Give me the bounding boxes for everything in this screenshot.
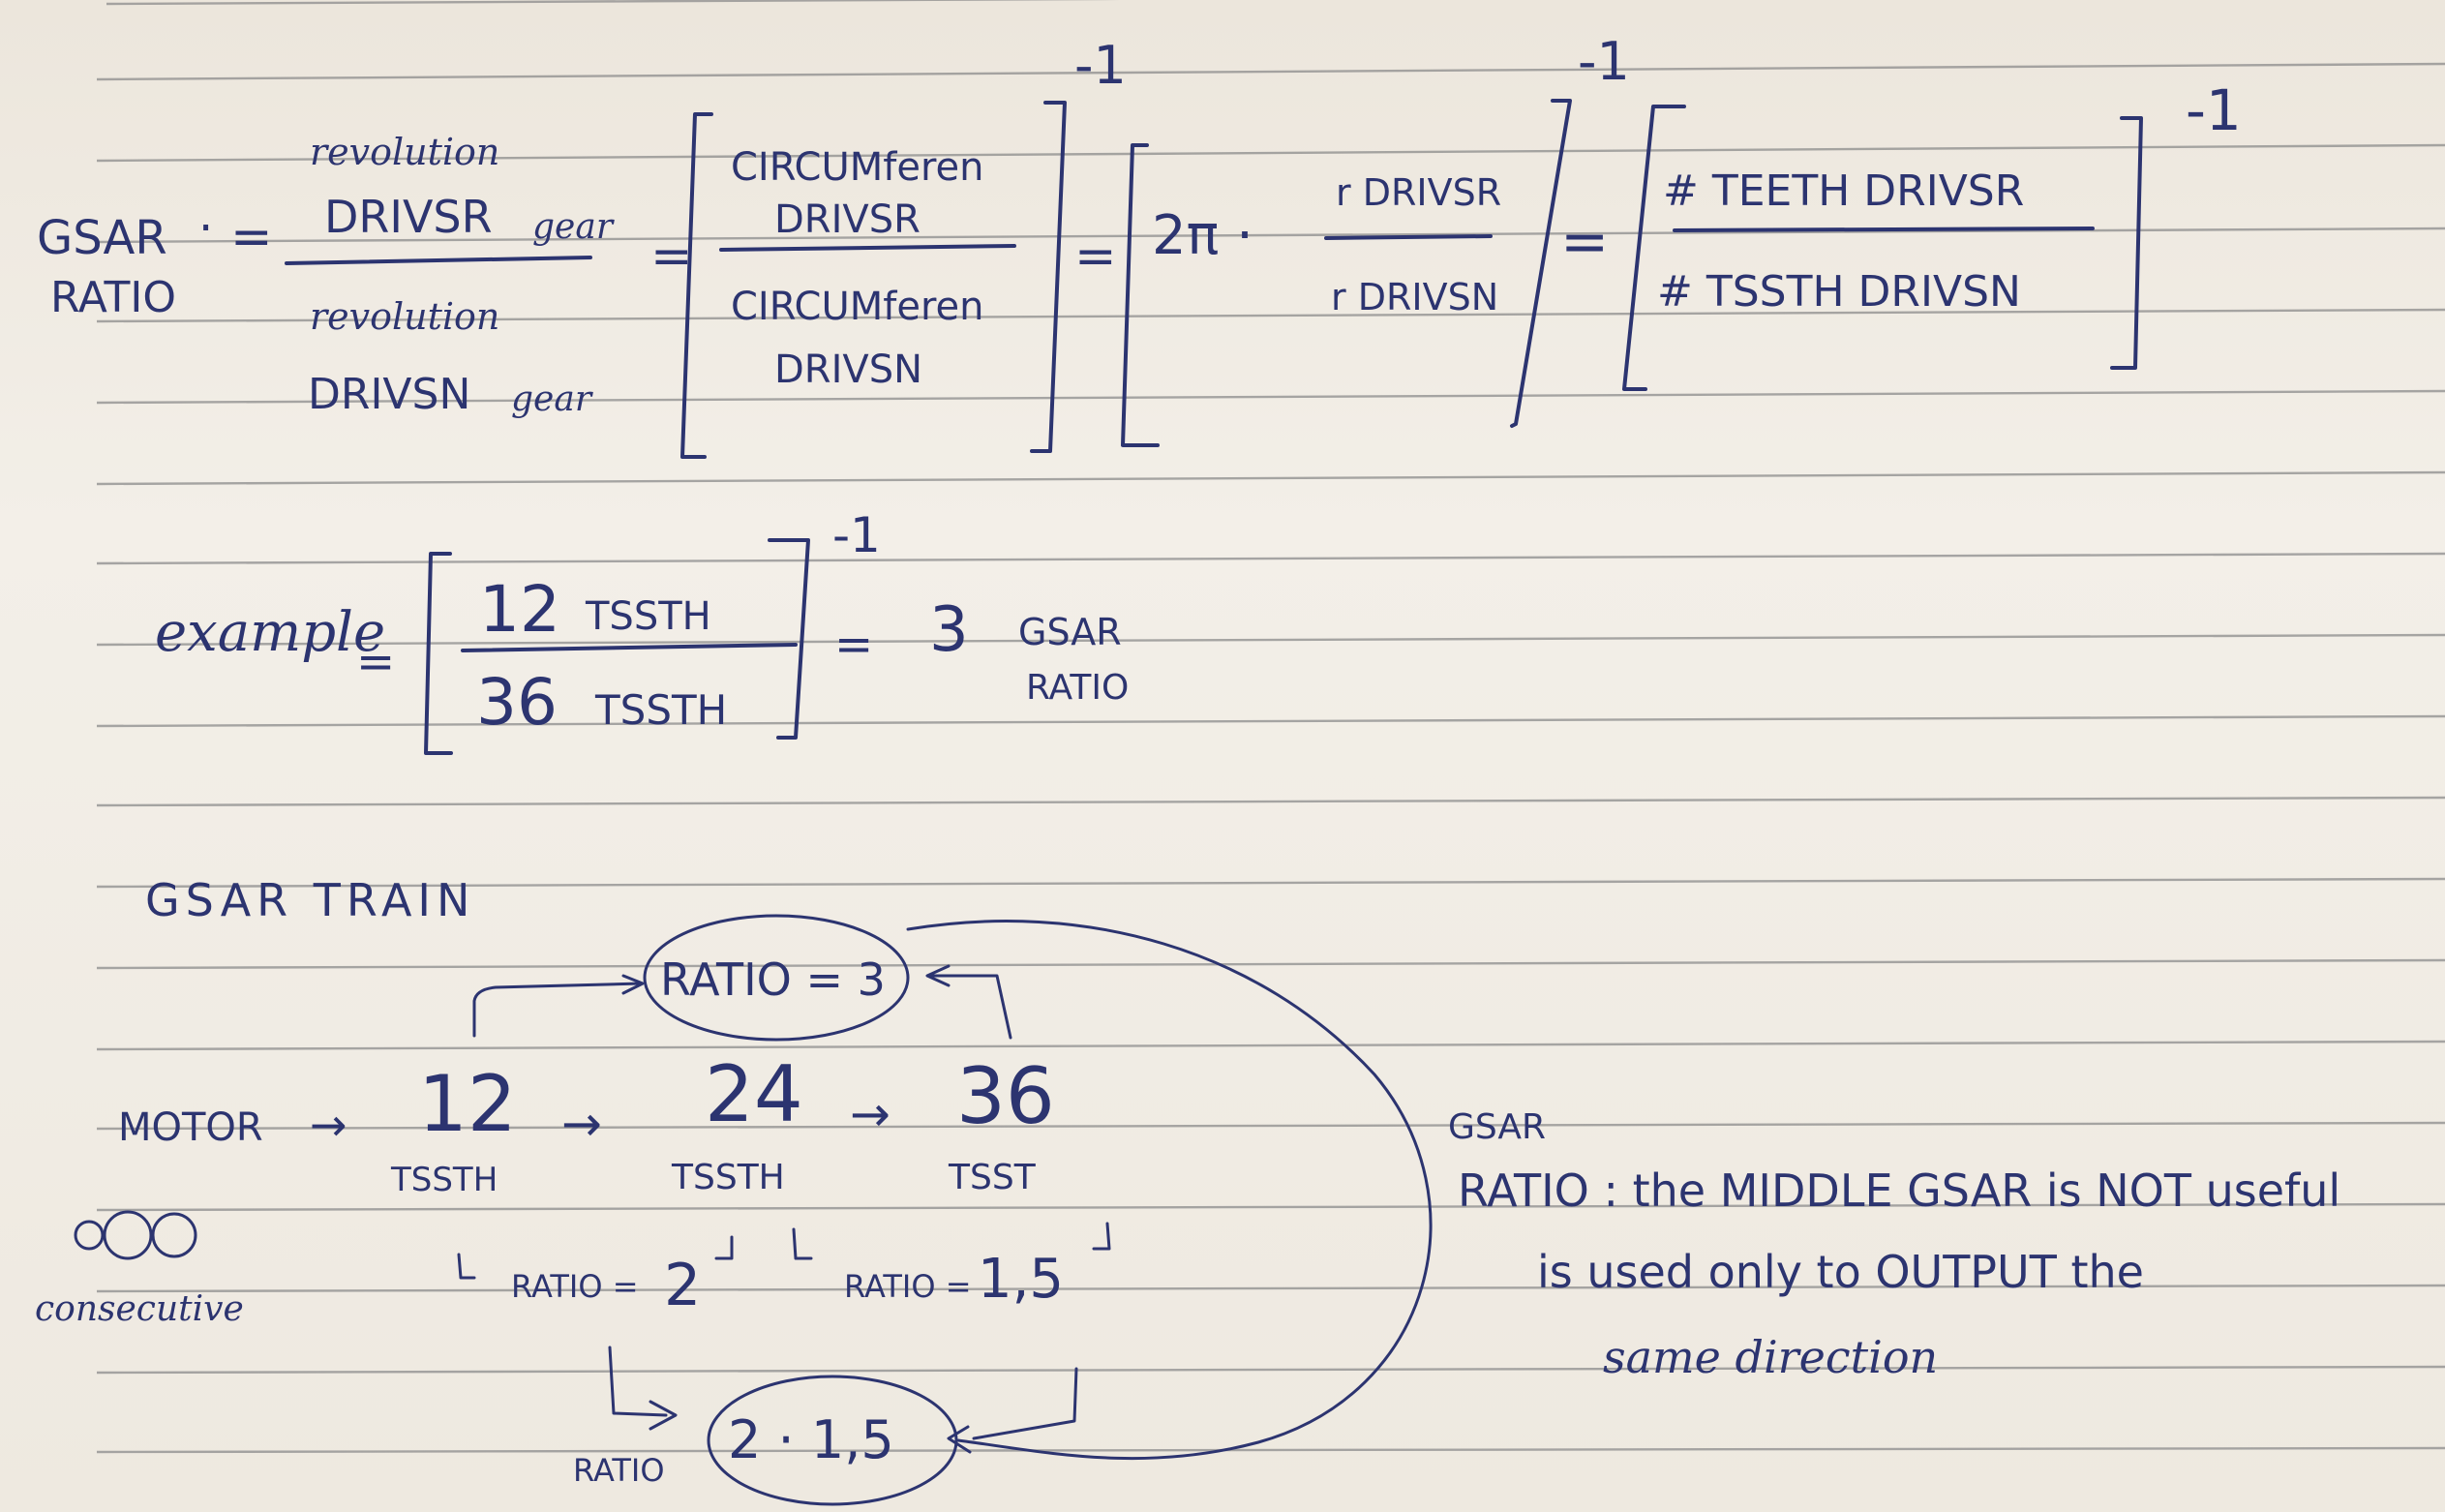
- rev-driven-main: DRIVSN: [308, 370, 470, 419]
- equals-sign-3: =: [1074, 227, 1117, 286]
- arrow-motor: →: [310, 1099, 347, 1151]
- ratio-b-label: RATIO =: [844, 1268, 972, 1305]
- radius-fraction-bar: [1324, 234, 1493, 240]
- arrow-gear2: →: [850, 1086, 890, 1142]
- equals-sign-2: =: [650, 227, 693, 286]
- circ-driver-top: CIRCUMferen: [731, 145, 983, 190]
- rev-driver-top: revolution: [310, 131, 499, 173]
- example-numerator-unit: TSSTH: [585, 594, 711, 639]
- twopi-bracket-right: [1510, 99, 1572, 428]
- note-line-2: is used only to OUTPUT the: [1537, 1246, 2144, 1298]
- example-result-top: GSAR: [1018, 611, 1122, 653]
- note-line-3: same direction: [1603, 1331, 1938, 1383]
- teeth-driver: # TEETH DRIVSR: [1663, 166, 2024, 216]
- note-line-1: RATIO : the MIDDLE GSAR is NOT useful: [1458, 1164, 2340, 1217]
- exponent-2: -1: [1578, 31, 1630, 92]
- lhs-ratio-label: RATIO: [50, 273, 176, 322]
- arrow-head-left: [621, 974, 645, 995]
- ratio-a-value: 2: [664, 1252, 701, 1319]
- example-calculation: example = 12 TSSTH 36 TSSTH -1 = 3 GSAR …: [155, 507, 1129, 755]
- gear-train-heading: GSAR TRAIN: [145, 874, 475, 926]
- teeth-bracket-left: [1622, 105, 1686, 391]
- gear-train-diagram: GSAR TRAIN RATIO = 3 MOTOR → 12 TSSTH → …: [35, 874, 1433, 1506]
- example-bracket-right: [768, 538, 810, 740]
- ratio-loop-connector: [906, 920, 1433, 1461]
- r-driven: r DRIVSN: [1331, 276, 1498, 318]
- example-fraction-bar: [461, 643, 798, 652]
- ratio-b-corner-left: [792, 1227, 813, 1260]
- gear1-unit: TSSTH: [390, 1161, 498, 1199]
- teeth-driven: # TSSTH DRIVSN: [1657, 267, 2021, 317]
- arrow-to-ratio-right: [927, 974, 1012, 1040]
- rev-fraction-bar: [285, 256, 592, 265]
- circ-driver-bottom: DRIVSR: [774, 197, 921, 242]
- ruled-lines: [96, 0, 2445, 1454]
- circ-driven-bottom: DRIVSN: [774, 348, 922, 392]
- example-denominator-value: 36: [476, 665, 558, 740]
- twopi-bracket-left: [1121, 143, 1160, 447]
- example-numerator-value: 12: [479, 572, 560, 647]
- ratio-a-label: RATIO =: [511, 1268, 639, 1305]
- equals-sign-4: =: [1560, 208, 1609, 276]
- rev-driver-suffix: gear: [532, 207, 615, 247]
- example-result-value: 3: [929, 594, 969, 666]
- ratio-top-text: RATIO = 3: [660, 953, 886, 1006]
- example-label: example: [155, 601, 385, 664]
- rev-driver-main: DRIVSR: [324, 191, 493, 243]
- gear2-unit: TSSTH: [671, 1158, 785, 1197]
- rev-driven-suffix: gear: [511, 379, 593, 419]
- circ-driven-top: CIRCUMferen: [731, 285, 983, 329]
- product-label: RATIO: [573, 1452, 665, 1489]
- product-ellipse: [707, 1375, 958, 1506]
- gears-doodle-icon: [74, 1210, 197, 1260]
- rev-driven-top: revolution: [310, 295, 499, 338]
- lhs-gear-label: GSAR: [37, 211, 167, 265]
- equals-sign-1: =: [230, 208, 273, 266]
- circ-bracket-right: [1030, 101, 1067, 453]
- ratio-top-ellipse: [643, 914, 910, 1042]
- idler-gear-note: GSAR RATIO : the MIDDLE GSAR is NOT usef…: [1448, 1107, 2340, 1383]
- example-denominator-unit: TSSTH: [594, 686, 727, 734]
- ratio-a-corner-right: [714, 1235, 734, 1260]
- gear-ratio-formula: GSAR · RATIO = revolution DRIVSR gear re…: [37, 31, 2242, 459]
- arrow-to-ratio-left: [472, 982, 643, 1038]
- gear3-value: 36: [956, 1051, 1055, 1141]
- exponent-3: -1: [2186, 77, 2242, 143]
- gear1-value: 12: [418, 1059, 517, 1149]
- consecutive-label: consecutive: [35, 1289, 244, 1329]
- two-pi-term: 2π ·: [1152, 204, 1253, 267]
- ratio-b-value: 1,5: [978, 1248, 1064, 1311]
- r-driver: r DRIVSR: [1336, 171, 1501, 214]
- lhs-dot: ·: [198, 201, 213, 256]
- gear3-unit: TSST: [948, 1158, 1037, 1197]
- example-exponent: -1: [832, 507, 881, 563]
- circ-fraction-bar: [719, 244, 1016, 252]
- gear2-value: 24: [705, 1049, 803, 1139]
- product-text: 2 · 1,5: [728, 1409, 894, 1470]
- arrow-gear1: →: [561, 1096, 602, 1152]
- example-result-equals: =: [834, 618, 873, 672]
- teeth-fraction-bar: [1673, 227, 2095, 232]
- example-bracket-left: [424, 552, 453, 755]
- circ-bracket-left: [680, 112, 713, 459]
- connector-arrowhead-left: [649, 1400, 678, 1431]
- connector-to-product-left: [608, 1346, 668, 1417]
- motor-label: MOTOR: [118, 1105, 263, 1150]
- connector-to-product-right: [972, 1367, 1078, 1440]
- teeth-bracket-right: [2110, 116, 2143, 370]
- exponent-1: -1: [1074, 35, 1127, 96]
- note-prefix: GSAR: [1448, 1107, 1546, 1147]
- arrow-head-right: [925, 964, 951, 987]
- example-result-bottom: RATIO: [1026, 668, 1129, 708]
- connector-arrowhead-right: [947, 1425, 972, 1454]
- example-equals: =: [356, 635, 395, 689]
- ratio-a-corner-left: [457, 1253, 476, 1280]
- ratio-b-corner-right: [1092, 1222, 1111, 1251]
